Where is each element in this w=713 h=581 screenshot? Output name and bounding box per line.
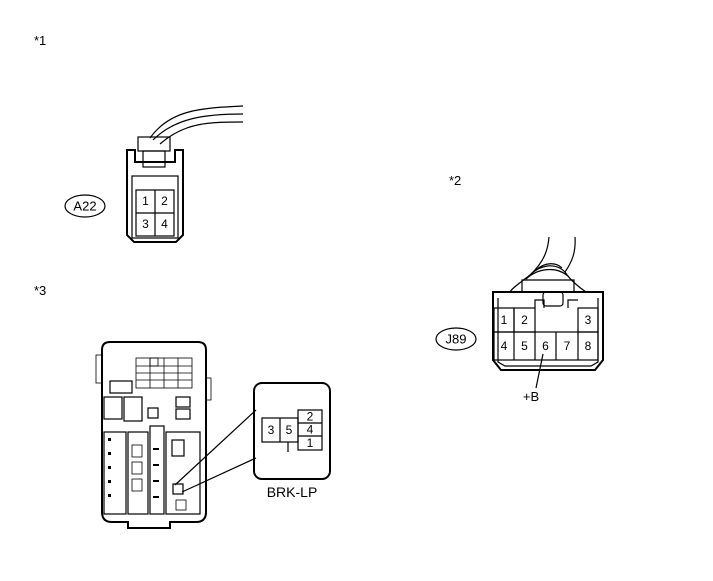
a22-wire-top [149,105,244,139]
inset-leader-top [174,409,257,486]
fuse-marks [108,438,159,498]
ref-label-3: *3 [34,283,46,298]
a22-pin-3: 3 [142,217,149,231]
a22-pin-1: 1 [142,194,149,208]
j89-tag: J89 [435,327,477,351]
j89-latch [521,279,575,292]
j89-pin-4: 4 [501,339,508,353]
j89-terminal-label: +B [523,389,539,404]
j89-pin-1: 1 [501,313,508,327]
j89-housing [492,291,604,371]
ref-label-1: *1 [34,33,46,48]
brk-lp-label: BRK-LP [267,484,318,500]
j89-pin-5: 5 [521,339,528,353]
brk-lp-inset: 3 5 2 4 1 [253,382,331,480]
a22-tag: A22 [64,194,106,218]
brk-pin-4: 4 [307,423,314,437]
a22-connector: 1 2 3 4 [126,105,244,243]
j89-bottom-row [493,331,599,361]
brk-pin-1: 1 [307,436,314,450]
a22-wire-bottom [159,121,244,145]
a22-pin-4: 4 [161,217,168,231]
a22-wire-mid [152,113,244,141]
j89-wire-left [509,236,550,293]
junction-block [95,341,257,529]
a22-inner-frame [131,175,179,239]
a22-lock-stem [142,150,166,168]
junction-block-housing [101,341,207,529]
brk-lp-highlight [172,483,184,495]
j89-connector: 1 2 3 4 5 6 7 8 +B [492,236,604,404]
a22-pin-2: 2 [161,194,168,208]
j89-pin-8: 8 [585,339,592,353]
ref-label-2: *2 [449,173,461,188]
brk-pin-2: 2 [307,410,314,424]
brk-lp-location [171,439,185,457]
brk-pin-5: 5 [286,423,293,437]
j89-wire-right [564,236,587,293]
brk-lp-inset-frame [253,382,331,480]
j89-pin-2: 2 [521,313,528,327]
j89-pin-7: 7 [564,339,571,353]
inset-leader-bottom [181,457,257,493]
j89-tag-text: J89 [446,332,467,347]
j89-pin-6: 6 [542,339,549,353]
a22-tag-text: A22 [73,199,96,214]
j89-pin-3: 3 [585,313,592,327]
brk-pin-3: 3 [268,423,275,437]
j89-terminal-leader [535,353,544,389]
a22-housing [126,149,184,243]
